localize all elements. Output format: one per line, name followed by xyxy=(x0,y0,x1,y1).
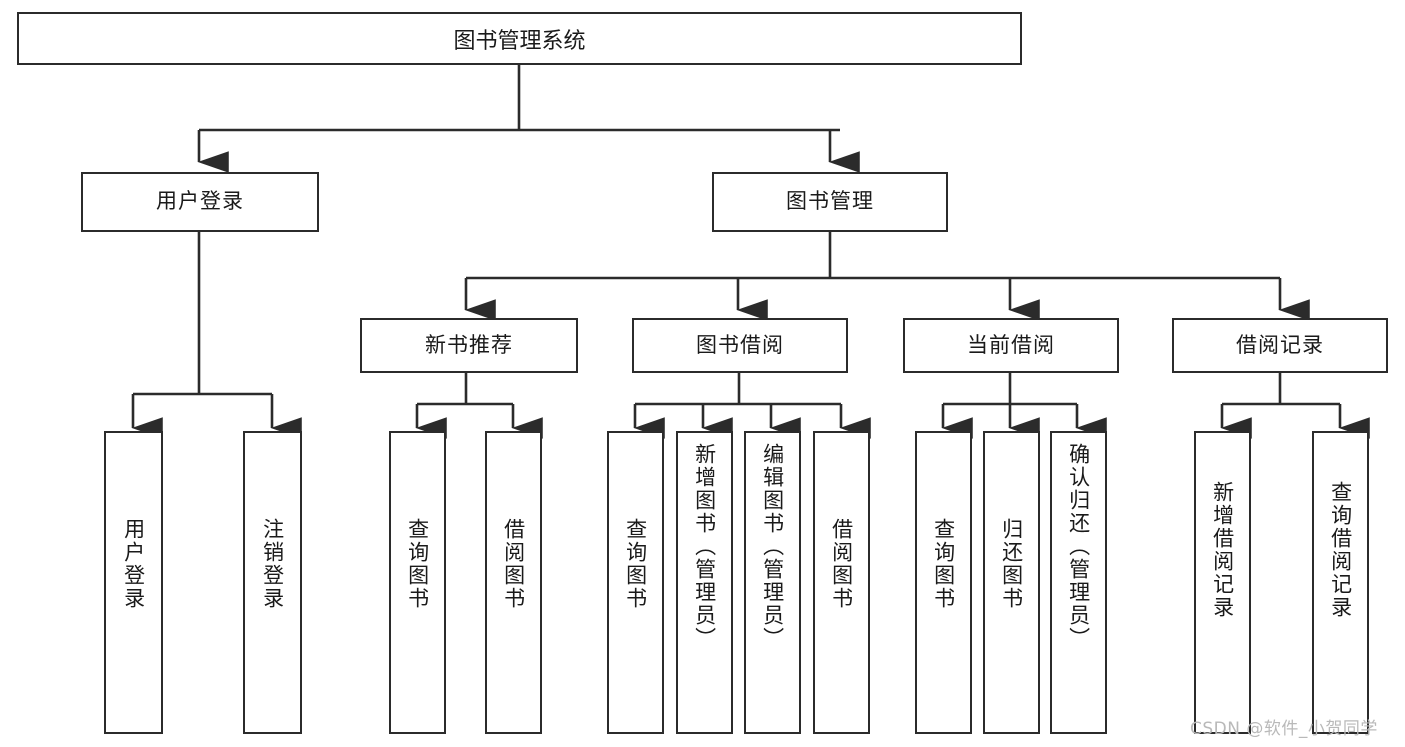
leaf-new-book-query[interactable]: 查询图书 xyxy=(389,431,446,734)
leaf-borrow-add-book-label: 新增图书（管理员） xyxy=(692,443,717,650)
leaf-current-query-book-label: 查询图书 xyxy=(931,518,956,610)
watermark-text: CSDN @软件_小贺同学 xyxy=(1190,719,1378,739)
node-user-login-label: 用户登录 xyxy=(156,189,244,214)
leaf-user-login-signout[interactable]: 注销登录 xyxy=(243,431,302,734)
leaf-borrow-borrow-book-label: 借阅图书 xyxy=(829,518,854,610)
leaf-borrow-edit-book-label: 编辑图书（管理员） xyxy=(760,443,785,650)
node-book-borrow[interactable]: 图书借阅 xyxy=(632,318,848,373)
node-current-borrow-label: 当前借阅 xyxy=(967,332,1055,357)
leaf-current-return-book[interactable]: 归还图书 xyxy=(983,431,1040,734)
node-book-management[interactable]: 图书管理 xyxy=(712,172,948,232)
leaf-borrow-borrow-book[interactable]: 借阅图书 xyxy=(813,431,870,734)
node-book-borrow-label: 图书借阅 xyxy=(696,332,784,357)
leaf-current-confirm-return[interactable]: 确认归还（管理员） xyxy=(1050,431,1107,734)
leaf-user-login-signin[interactable]: 用户登录 xyxy=(104,431,163,734)
leaf-records-query-label: 查询借阅记录 xyxy=(1328,481,1353,619)
node-new-book-recommend-label: 新书推荐 xyxy=(425,332,513,357)
leaf-user-login-signout-label: 注销登录 xyxy=(260,518,285,610)
leaf-records-add[interactable]: 新增借阅记录 xyxy=(1194,431,1251,734)
node-current-borrow[interactable]: 当前借阅 xyxy=(903,318,1119,373)
node-root-label: 图书管理系统 xyxy=(453,28,586,54)
leaf-current-query-book[interactable]: 查询图书 xyxy=(915,431,972,734)
leaf-new-book-borrow[interactable]: 借阅图书 xyxy=(485,431,542,734)
leaf-borrow-edit-book[interactable]: 编辑图书（管理员） xyxy=(744,431,801,734)
leaf-current-return-book-label: 归还图书 xyxy=(999,518,1024,610)
node-root[interactable]: 图书管理系统 xyxy=(17,12,1022,65)
node-book-management-label: 图书管理 xyxy=(786,189,874,214)
leaf-current-confirm-return-label: 确认归还（管理员） xyxy=(1066,443,1091,650)
leaf-records-query[interactable]: 查询借阅记录 xyxy=(1312,431,1369,734)
leaf-records-add-label: 新增借阅记录 xyxy=(1210,481,1235,619)
node-user-login[interactable]: 用户登录 xyxy=(81,172,319,232)
leaf-new-book-borrow-label: 借阅图书 xyxy=(501,518,526,610)
node-new-book-recommend[interactable]: 新书推荐 xyxy=(360,318,578,373)
node-borrow-records-label: 借阅记录 xyxy=(1236,332,1324,357)
leaf-borrow-query-book[interactable]: 查询图书 xyxy=(607,431,664,734)
leaf-borrow-query-book-label: 查询图书 xyxy=(623,518,648,610)
leaf-user-login-signin-label: 用户登录 xyxy=(121,518,146,610)
node-borrow-records[interactable]: 借阅记录 xyxy=(1172,318,1388,373)
leaf-borrow-add-book[interactable]: 新增图书（管理员） xyxy=(676,431,733,734)
leaf-new-book-query-label: 查询图书 xyxy=(405,518,430,610)
